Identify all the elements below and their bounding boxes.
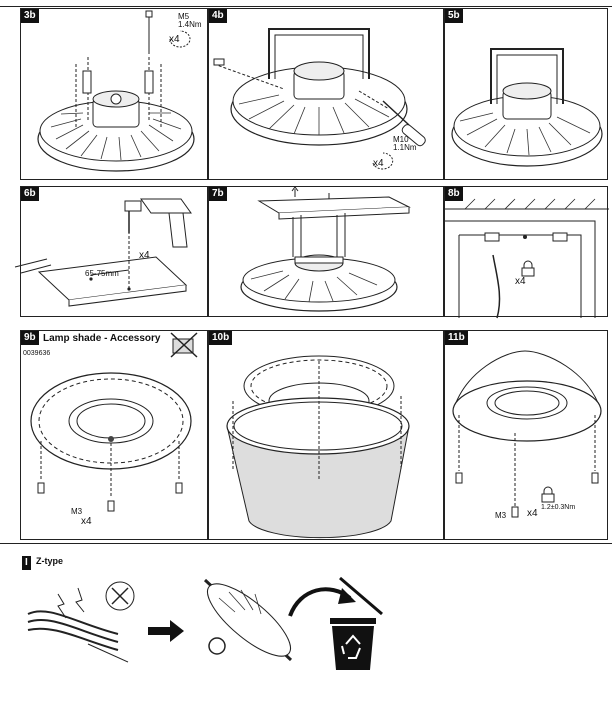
count-label: x4: [81, 516, 92, 527]
lamp-base-illustration-3b: [37, 10, 195, 172]
step-tag-10b: 10b: [209, 331, 233, 345]
drilling-board-illustration: [14, 232, 188, 307]
curved-arrow-icon: [288, 587, 356, 617]
count-label: x4: [527, 508, 538, 519]
panel-3b: 3b M5 1.4Nm x4: [20, 8, 208, 180]
step-tag-4b: 4b: [209, 9, 227, 23]
shade-secure-illustration: [452, 350, 602, 518]
panel-6b: 6b 65-75mm x4: [14, 186, 208, 317]
arrow-right-icon: [148, 620, 184, 642]
screw-size-label: M3: [71, 507, 83, 516]
crossed-box-icon: [170, 332, 198, 358]
lamp-to-board-illustration: [240, 186, 411, 312]
step-title: Lamp shade - Accessory: [43, 333, 161, 344]
step-tag-7b: 7b: [209, 187, 227, 201]
accessory-code: 0039636: [23, 350, 51, 357]
count-label: x4: [139, 250, 150, 261]
screw-size-label: M10: [393, 135, 409, 144]
count-label: x4: [515, 276, 526, 287]
step-tag-6b: 6b: [21, 187, 39, 201]
spacing-label: 65-75mm: [85, 269, 119, 278]
ceiling-mount-illustration: [445, 198, 609, 319]
section-rule: [0, 543, 612, 544]
screw-size-label: M3: [495, 511, 507, 520]
lamp-bracket-illustration-4b: [213, 28, 408, 146]
shade-attach-illustration: [226, 355, 410, 539]
rotation-arrow-icon: [169, 30, 191, 48]
hand-drill-icon: [124, 198, 192, 248]
step-tag-3b: 3b: [21, 9, 39, 23]
count-label: x4: [373, 158, 384, 169]
screw-size-label: M5: [178, 12, 190, 21]
lamp-assembled-illustration-5b: [451, 48, 603, 167]
step-tag-9b: 9b: [21, 331, 39, 345]
pendant-lamp-illustration: [203, 578, 293, 662]
padlock-icon: [521, 260, 535, 277]
panel-7b: 7b: [208, 186, 444, 317]
panel-8b: 8b x4: [444, 186, 609, 319]
section-title: Z-type: [36, 556, 63, 566]
panel-9b: 9b Lamp shade - Accessory 0039636 M3 x4: [20, 330, 208, 540]
step-tag-11b: 11b: [445, 331, 468, 345]
recycle-bin-icon: [330, 576, 383, 670]
count-label: x4: [169, 34, 180, 45]
step-tag-5b: 5b: [445, 9, 463, 23]
padlock-icon: [541, 486, 555, 503]
panel-4b: 4b M10 1.1Nm x4: [208, 8, 444, 180]
section-tag: I: [22, 556, 31, 570]
panel-11b: 11b M3 x4 1.2±0.3Nm: [444, 330, 608, 540]
torque-label: 1.1Nm: [393, 143, 417, 152]
rotation-arrow-icon: [372, 152, 394, 170]
top-rule: [0, 6, 612, 7]
torque-label: 1.4Nm: [178, 20, 202, 29]
panel-5b: 5b: [444, 8, 608, 180]
lamp-shade-ring-illustration: [30, 372, 192, 512]
step-tag-8b: 8b: [445, 187, 463, 201]
torque-label: 1.2±0.3Nm: [541, 504, 576, 511]
cut-wires-icon: [27, 581, 135, 663]
panel-10b: 10b: [208, 330, 444, 540]
screwdriver-icon: [382, 100, 426, 147]
